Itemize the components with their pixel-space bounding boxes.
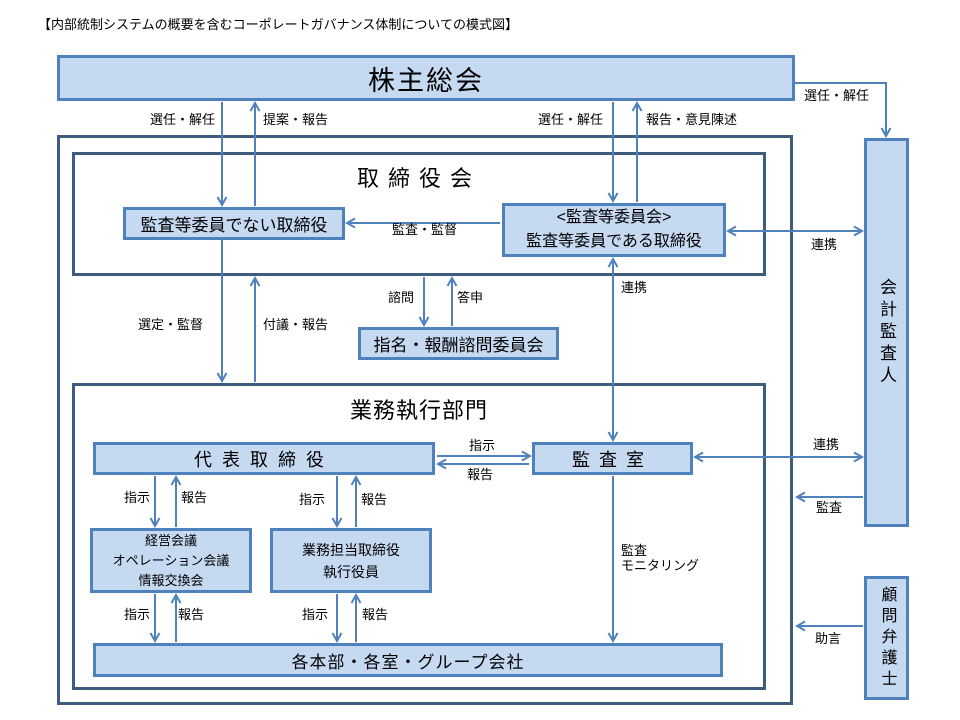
label-instruction-op-group: 指示 (302, 607, 329, 622)
label-instruction-op: 指示 (299, 492, 326, 507)
page-title: 【内部統制システムの概要を含むコーポレートガバナンス体制についての模式図】 (38, 17, 518, 32)
box-directors-not-audit-committee: 監査等委員でない取締役 (123, 207, 345, 240)
box-accounting-auditor: 会計監査人 (864, 138, 909, 527)
label-submission-report: 付議・報告 (263, 317, 329, 332)
group-companies-label: 各本部・各室・グループ会社 (291, 652, 525, 672)
accounting-auditor-label: 会計監査人 (877, 277, 896, 388)
audit-committee-members-label: 監査等委員である取締役 (526, 233, 702, 250)
directors-not-audit-committee-label: 監査等委員でない取締役 (140, 216, 328, 235)
label-reply: 答申 (457, 290, 484, 305)
legal-advisor-label: 顧問弁護士 (878, 585, 896, 691)
box-business-execution-division: 業務執行部門 (72, 383, 766, 690)
label-audit-supervision: 監査・監督 (392, 222, 458, 237)
audit-committee-header-label: <監査等委員会> (556, 209, 672, 226)
board-of-directors-label: 取締役会 (356, 166, 481, 191)
operation-meeting-label: オペレーション会議 (112, 552, 230, 568)
label-proposal-report: 提案・報告 (263, 112, 329, 127)
box-representative-director: 代表取締役 (93, 442, 435, 475)
label-report-office: 報告 (467, 467, 494, 482)
box-audit-office: 監査室 (532, 442, 693, 475)
label-report-mgmt: 報告 (181, 490, 208, 505)
box-shareholders-meeting: 株主総会 (57, 55, 795, 101)
company-frame (57, 135, 793, 705)
label-selection-supervision: 選定・監督 (138, 317, 204, 332)
label-audit-monitoring: 監査 モニタリング (621, 543, 699, 573)
operating-directors-label: 業務担当取締役 (302, 541, 400, 558)
label-audit-monitoring-line1: 監査 (621, 543, 648, 558)
label-audit-monitoring-line2: モニタリング (621, 558, 700, 573)
box-board-of-directors: 取締役会 (72, 152, 766, 276)
box-group-companies: 各本部・各室・グループ会社 (93, 643, 723, 677)
audit-office-label: 監査室 (572, 449, 653, 470)
label-report-op: 報告 (361, 492, 388, 507)
management-meeting-label: 経営会議 (144, 532, 197, 548)
label-audit-company: 監査 (816, 500, 843, 515)
label-report-op-group: 報告 (362, 607, 389, 622)
label-report-mgmt-group: 報告 (178, 607, 205, 622)
label-instruction-mgmt: 指示 (124, 490, 151, 505)
nomination-compensation-committee-label: 指名・報酬諮問委員会 (373, 336, 544, 355)
label-appoint-dismiss-board: 選任・解任 (150, 112, 216, 127)
label-appoint-dismiss-committee: 選任・解任 (538, 112, 604, 127)
box-management-meeting: 経営会議 オペレーション会議 情報交換会 (90, 528, 252, 593)
box-audit-committee: <監査等委員会> 監査等委員である取締役 (502, 203, 726, 257)
executive-officers-label: 執行役員 (323, 563, 379, 580)
shareholders-meeting-label: 株主総会 (368, 65, 484, 96)
box-nomination-compensation-committee: 指名・報酬諮問委員会 (358, 327, 559, 360)
label-advice: 助言 (815, 631, 842, 646)
label-consultation: 諮問 (388, 290, 415, 305)
box-operating-directors: 業務担当取締役 執行役員 (270, 528, 432, 593)
label-instruction-office: 指示 (469, 438, 496, 453)
label-instruction-mgmt-group: 指示 (124, 607, 151, 622)
information-exchange-label: 情報交換会 (138, 572, 204, 588)
label-appoint-dismiss-auditor: 選任・解任 (804, 88, 870, 103)
label-report-opinion: 報告・意見陳述 (646, 112, 738, 127)
label-cooperation-office-auditor: 連携 (813, 437, 840, 452)
business-execution-division-label: 業務執行部門 (349, 398, 488, 423)
representative-director-label: 代表取締役 (194, 449, 334, 470)
label-cooperation-committee-office: 連携 (621, 280, 648, 295)
label-cooperation-committee-auditor: 連携 (811, 237, 838, 252)
box-legal-advisor: 顧問弁護士 (864, 576, 909, 700)
